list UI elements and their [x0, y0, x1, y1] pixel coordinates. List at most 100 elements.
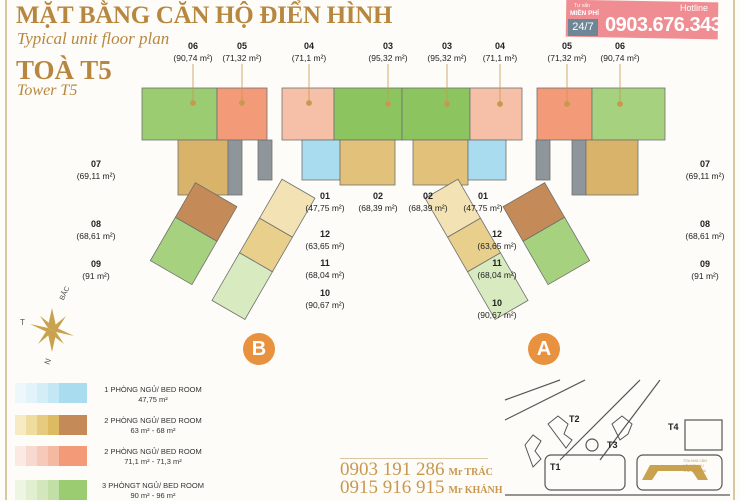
- unit-label-a-08: 08(68,61 m²): [681, 218, 729, 242]
- site-label-t4: T4: [668, 422, 679, 432]
- unit-label-b-11: 11 (68,04 m²): [301, 257, 349, 281]
- unit-no: 03: [382, 41, 393, 51]
- legend-label: 3 PHÒNGT NGỦ/ BED ROOM: [102, 481, 204, 490]
- unit-label-b-10: 10(90,67 m²): [301, 287, 349, 311]
- page-title: MẶT BẰNG CĂN HỘ ĐIỂN HÌNH: [16, 2, 393, 29]
- unit-label-top: 06(90,74 m²): [169, 40, 217, 64]
- core-b: [227, 139, 243, 196]
- unit-no: 10: [491, 298, 502, 308]
- unit-area: (91 m²): [691, 271, 719, 281]
- legend-label: 2 PHÒNG NGỦ/ BED ROOM: [104, 447, 202, 456]
- unit-no: 04: [303, 41, 314, 51]
- unit-area: (69,11 m²): [685, 171, 725, 181]
- unit-b-09: [149, 216, 218, 286]
- unit-a-10: [467, 252, 529, 320]
- frame-border-right: [733, 0, 735, 500]
- banner-phone[interactable]: 0903.676.343: [605, 14, 722, 36]
- unit-label-a-07: 07 (69,11 m²): [681, 158, 729, 182]
- unit-label-top: 05(71,32 m²): [543, 40, 591, 64]
- unit-no: 04: [494, 41, 505, 51]
- unit-area: (71,1 m²): [482, 53, 518, 63]
- compass-west-label: T: [20, 318, 25, 327]
- legend-swatch-2br-large: [15, 446, 87, 466]
- unit-no: 08: [90, 219, 101, 229]
- unit-area: (90,67 m²): [477, 310, 517, 320]
- unit-no: 10: [319, 288, 330, 298]
- core-b2: [257, 139, 273, 181]
- unit-no: 12: [319, 229, 330, 239]
- unit-a-04: [469, 87, 523, 141]
- contact-phone[interactable]: 0903 191 286: [340, 459, 445, 480]
- site-label-t2: T2: [569, 414, 580, 424]
- unit-area: (68,04 m²): [477, 270, 517, 280]
- unit-a-02: [412, 139, 469, 186]
- unit-no: 07: [699, 159, 710, 169]
- unit-area: (90,74 m²): [600, 53, 640, 63]
- unit-b-10: [211, 252, 273, 320]
- unit-label-b-08: 08 (68,61 m²): [72, 218, 120, 242]
- unit-label-a-01: 01(47,75 m²): [459, 190, 507, 214]
- unit-area: (71,32 m²): [547, 53, 587, 63]
- unit-area: (63,65 m²): [305, 241, 345, 251]
- unit-area: (68,04 m²): [305, 270, 345, 280]
- unit-b-02: [339, 139, 396, 186]
- unit-label-a-09: 09 (91 m²): [681, 258, 729, 282]
- unit-no: 02: [372, 191, 383, 201]
- unit-no: 01: [477, 191, 488, 201]
- unit-area: (63,65 m²): [477, 241, 517, 251]
- unit-no: 09: [90, 259, 101, 269]
- legend-area: 71,1 m² - 71,3 m²: [124, 457, 182, 466]
- unit-area: (90,74 m²): [173, 53, 213, 63]
- tower-subtitle: Tower T5: [17, 82, 78, 99]
- unit-label-top: 04 (71,1 m²): [476, 40, 524, 64]
- unit-a-09: [522, 216, 591, 286]
- unit-no: 02: [422, 191, 433, 201]
- commercial-building: [642, 465, 708, 480]
- unit-area: (71,32 m²): [222, 53, 262, 63]
- page-subtitle: Typical unit floor plan: [17, 29, 170, 48]
- contact-name: Mr KHÁNH: [448, 485, 503, 496]
- unit-area: (68,61 m²): [76, 231, 116, 241]
- unit-no: 09: [699, 259, 710, 269]
- unit-no: 06: [614, 41, 625, 51]
- site-label-commercial: TÒA NHÀ CĂN HỘ DỊCH VỤ THƯƠNG MẠI: [683, 459, 707, 473]
- legend-swatch-2br-small: [15, 415, 87, 435]
- compass-rose-icon: [30, 308, 74, 352]
- unit-label-top: 03(95,32 m²): [423, 40, 471, 64]
- legend-label: 2 PHÒNG NGỦ/ BED ROOM: [104, 416, 202, 425]
- contact-divider: [340, 458, 488, 459]
- site-map: [504, 379, 730, 496]
- site-label-t3: T3: [607, 440, 618, 450]
- legend-label: 1 PHÒNG NGỦ/ BED ROOM: [104, 385, 202, 394]
- unit-a-07: [585, 139, 639, 196]
- banner-hours-badge: 24/7: [568, 19, 598, 36]
- unit-a-01: [467, 139, 507, 181]
- unit-area: (91 m²): [82, 271, 110, 281]
- unit-b-03: [333, 87, 403, 141]
- banner-consult-label: Tư vấn: [574, 3, 590, 9]
- unit-no: 11: [320, 258, 330, 268]
- unit-label-b-07: 07 (69,11 m²): [72, 158, 120, 182]
- unit-label-b-02: 02(68,39 m²): [354, 190, 402, 214]
- unit-label-a-12: 12(63,65 m²): [473, 228, 521, 252]
- unit-label-b-09: 09 (91 m²): [72, 258, 120, 282]
- unit-no: 07: [90, 159, 101, 169]
- unit-label-b-12: 12 (63,65 m²): [301, 228, 349, 252]
- unit-label-top: 04 (71,1 m²): [285, 40, 333, 64]
- unit-no: 03: [441, 41, 452, 51]
- unit-label-a-02: 02(68,39 m²): [404, 190, 452, 214]
- core-a: [571, 139, 587, 196]
- legend-area: 63 m² - 68 m²: [130, 426, 176, 435]
- contact-phone[interactable]: 0915 916 915: [340, 477, 445, 498]
- unit-a-03: [401, 87, 471, 141]
- unit-b-06: [141, 87, 218, 141]
- unit-area: (71,1 m²): [291, 53, 327, 63]
- site-label-t1: T1: [550, 462, 561, 472]
- unit-area: (69,11 m²): [76, 171, 116, 181]
- wing-b-marker: B: [243, 333, 275, 365]
